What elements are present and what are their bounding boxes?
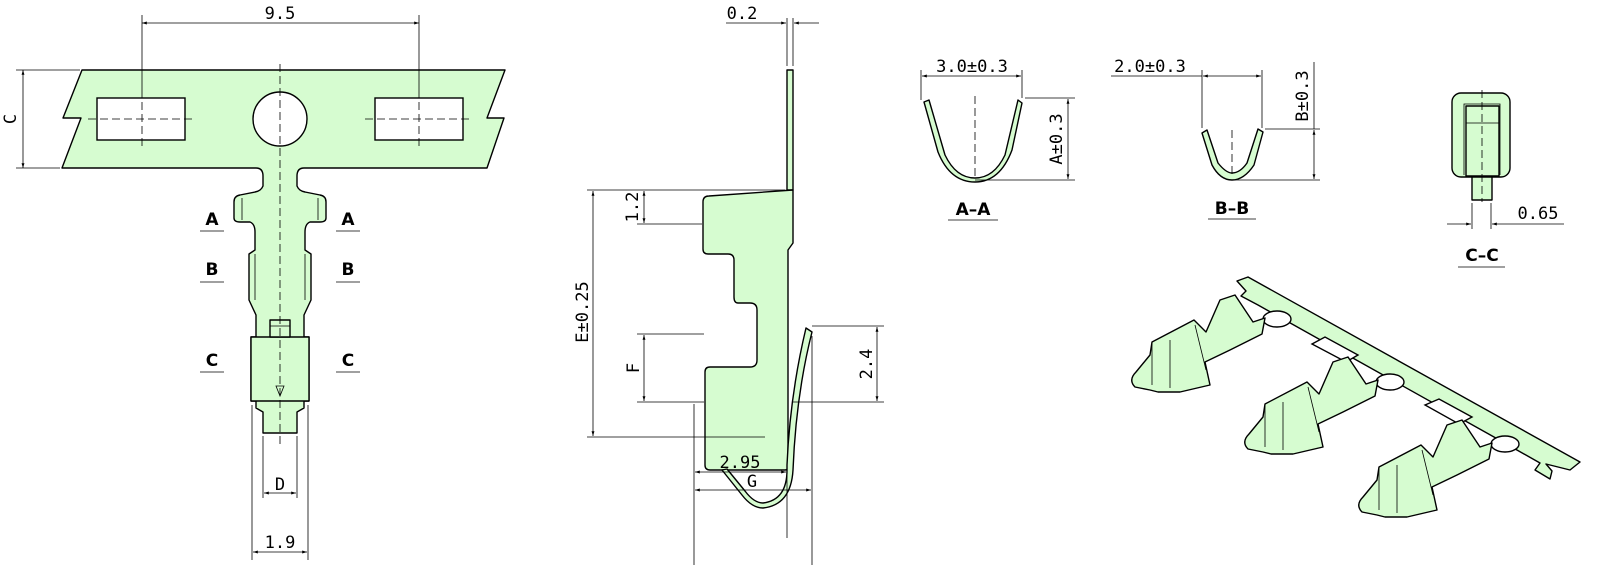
svg-text:C: C bbox=[342, 351, 354, 371]
bb-label: B–B bbox=[1215, 199, 1249, 219]
svg-text:A: A bbox=[205, 210, 219, 230]
dim-tip-outer: 1.9 bbox=[265, 533, 296, 553]
section-bb: 2.0±0.3 B±0.3 B–B bbox=[1111, 57, 1320, 220]
section-aa: 3.0±0.3 A±0.3 A–A bbox=[920, 57, 1075, 221]
svg-text:A: A bbox=[341, 210, 355, 230]
front-view: 9.5 C D 1.9 A A B B C C bbox=[1, 4, 506, 560]
dim-total-height: E±0.25 bbox=[573, 281, 593, 342]
aa-dim-width: 3.0±0.3 bbox=[936, 57, 1008, 77]
isometric-view bbox=[1131, 276, 1581, 518]
section-marks: A A B B C C bbox=[200, 210, 360, 373]
dim-spring: 2.4 bbox=[857, 349, 877, 380]
side-profile bbox=[702, 189, 794, 471]
spring-contact bbox=[721, 327, 813, 509]
dim-f: F bbox=[624, 363, 644, 373]
bb-dim-width: 2.0±0.3 bbox=[1114, 57, 1186, 77]
bb-dim-height: B±0.3 bbox=[1293, 70, 1313, 121]
dim-strip-height: C bbox=[1, 114, 21, 124]
dim-width: 2.95 bbox=[720, 453, 761, 473]
iso-terminal bbox=[1244, 356, 1379, 455]
dim-top: 1.2 bbox=[623, 192, 643, 223]
iso-terminal bbox=[1358, 419, 1493, 518]
svg-text:B: B bbox=[206, 260, 219, 280]
cc-label: C–C bbox=[1465, 246, 1498, 266]
dim-thickness: 0.2 bbox=[727, 4, 758, 24]
section-cc: 0.65 C–C bbox=[1447, 90, 1564, 268]
dim-pitch: 9.5 bbox=[265, 4, 296, 24]
side-view: 0.2 1.2 E±0.25 F 2.4 2.95 G bbox=[573, 4, 884, 565]
svg-text:C: C bbox=[206, 351, 218, 371]
aa-dim-height: A±0.3 bbox=[1047, 113, 1067, 164]
cc-dim-width: 0.65 bbox=[1518, 204, 1559, 224]
dim-tip-inner: D bbox=[275, 475, 285, 495]
iso-carrier-strip bbox=[1236, 276, 1581, 480]
carrier-strip bbox=[61, 69, 506, 434]
svg-text:B: B bbox=[342, 260, 355, 280]
aa-label: A–A bbox=[956, 200, 992, 220]
dim-g: G bbox=[747, 472, 757, 492]
iso-terminal bbox=[1131, 294, 1266, 393]
carrier-edge bbox=[786, 69, 794, 191]
